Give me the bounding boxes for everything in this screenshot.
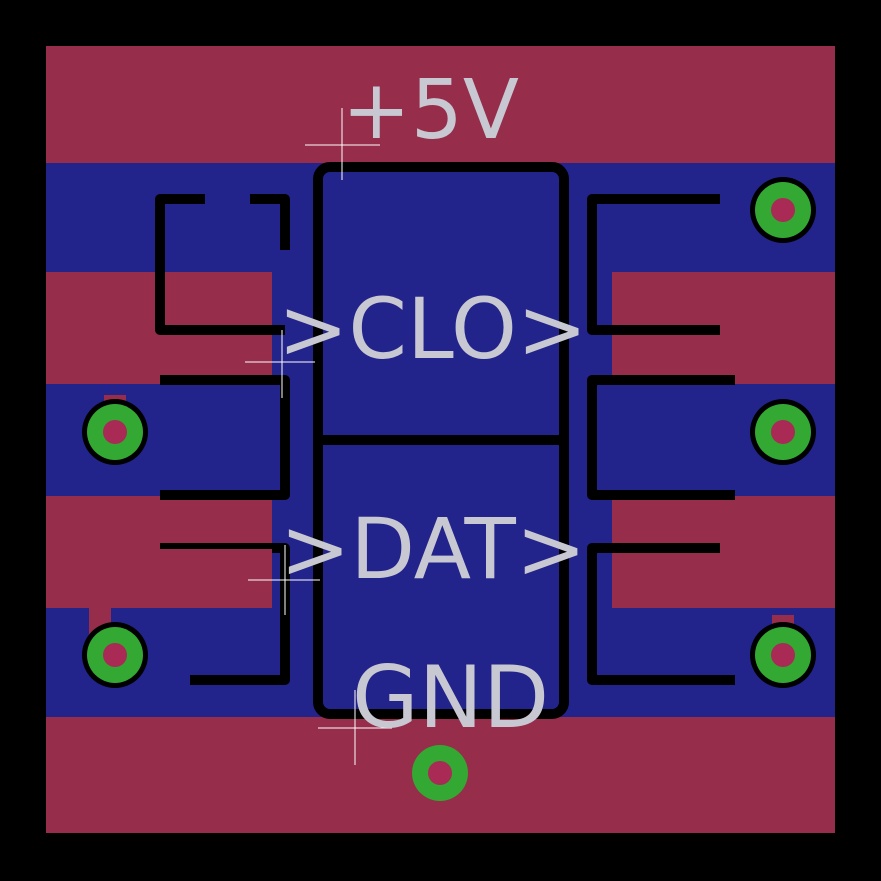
origin-markers: [245, 108, 392, 765]
left-middle-outline: [160, 375, 290, 500]
pad-middle-right[interactable]: [750, 399, 816, 465]
data-label: >DAT>: [280, 500, 586, 598]
power-rail-band: [46, 46, 835, 163]
ground-label: GND: [352, 648, 549, 748]
pad-top-right[interactable]: [750, 177, 816, 243]
left-upper-outline-top: [250, 194, 290, 250]
pad-middle-left[interactable]: [82, 399, 148, 465]
clock-label: >CLO>: [278, 280, 587, 378]
power-label: +5V: [342, 63, 519, 158]
left-upper-outline: [155, 194, 285, 335]
right-middle-outline: [587, 375, 735, 500]
pad-ground[interactable]: [412, 745, 468, 801]
pad-bottom-left[interactable]: [82, 622, 148, 688]
right-upper-outline: [587, 194, 720, 335]
pad-bottom-right[interactable]: [750, 622, 816, 688]
right-lower-outline: [587, 543, 735, 685]
